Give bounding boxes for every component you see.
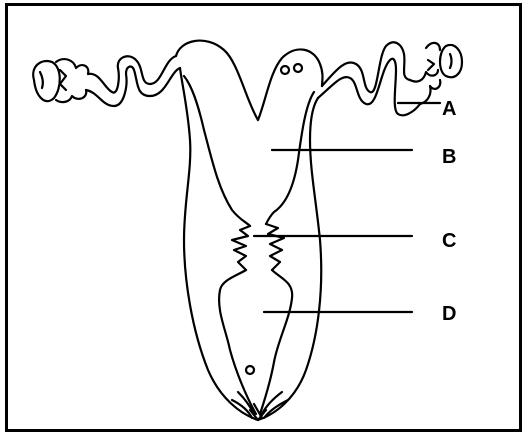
right-fimbriae: [410, 43, 440, 104]
fundus-dot-right: [294, 64, 302, 72]
vaginal-dot: [246, 366, 254, 374]
label-d: D: [442, 303, 456, 325]
right-ovary: [440, 45, 462, 77]
label-c: C: [442, 230, 456, 252]
cervix: [232, 224, 284, 270]
right-fallopian-tube: [318, 42, 420, 115]
label-b: B: [442, 146, 456, 168]
fundus-dot-left: [281, 66, 289, 74]
vagina: [219, 270, 292, 420]
left-fallopian-tube: [86, 56, 180, 106]
left-ovary: [33, 61, 60, 101]
label-a: A: [442, 98, 456, 120]
uterus-outer-wall: [176, 41, 323, 420]
